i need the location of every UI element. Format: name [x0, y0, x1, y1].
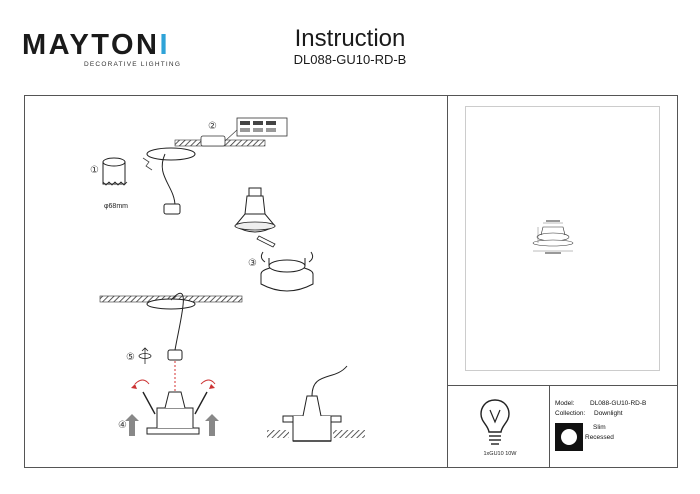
step-1-label: ①	[90, 165, 99, 176]
gu10-socket-top	[163, 203, 181, 215]
style-value: Slim	[593, 424, 606, 431]
bulb-power-spec: 1xGU10 10W	[483, 451, 517, 457]
collection-value: Downlight	[594, 410, 623, 417]
dimension-drawing	[532, 220, 574, 254]
installed-section-view	[267, 365, 365, 442]
finish-swatch-icon	[555, 423, 583, 451]
downlight-housing	[260, 251, 314, 292]
hole-size-label: φ68mm	[104, 203, 128, 210]
step-4-label: ④	[118, 420, 127, 431]
mount-value: Recessed	[585, 434, 614, 441]
step-3-label: ③	[248, 258, 257, 269]
fixture-installed	[131, 379, 216, 435]
driver-block	[200, 117, 288, 147]
model-label: Model:	[555, 400, 575, 407]
document-title: Instruction	[294, 25, 406, 52]
rotate-symbol	[138, 347, 152, 364]
dimension-drawing-box	[465, 106, 660, 371]
brand-logo: MAYTONI DECORATIVE LIGHTING	[22, 29, 180, 70]
spring-clip	[142, 157, 153, 171]
assembly-illustration	[99, 117, 365, 442]
power-cable-top	[161, 153, 176, 207]
model-value: DL088-GU10-RD-B	[590, 400, 647, 407]
model-code-heading: DL088-GU10-RD-B	[293, 52, 407, 67]
collection-label: Collection:	[555, 410, 586, 417]
screwdriver	[256, 235, 276, 248]
instruction-frame	[24, 95, 678, 468]
gu10-lamp	[234, 187, 276, 233]
push-up-arrows	[125, 414, 219, 436]
step-5-label: ⑤	[126, 352, 135, 363]
step-2-label: ②	[208, 121, 217, 132]
frame-divider-horizontal	[447, 385, 678, 386]
gu10-socket-middle	[167, 349, 183, 361]
logo-wordmark: MAYTONI	[22, 29, 171, 61]
power-cable-middle	[170, 292, 184, 351]
logo-tagline: DECORATIVE LIGHTING	[84, 61, 182, 68]
frame-divider-vertical	[447, 95, 448, 468]
hole-cutter	[102, 157, 128, 186]
lightbulb-icon	[480, 399, 510, 445]
mounting-ring-middle	[146, 298, 196, 310]
frame-divider-info	[549, 385, 550, 468]
mounting-ring-top	[146, 147, 196, 161]
